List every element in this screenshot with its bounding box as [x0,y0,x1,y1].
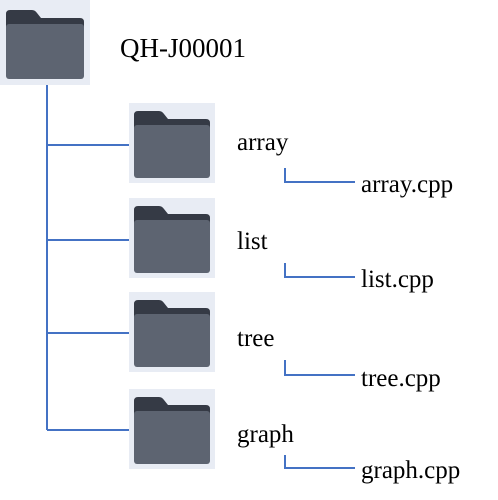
file-connector-array [284,168,355,183]
folder-icon [129,103,215,183]
folder-label: array [237,129,289,156]
file-label[interactable]: graph.cpp [361,457,460,484]
folder-icon [129,198,215,278]
file-label[interactable]: list.cpp [361,266,434,293]
folder-label: graph [237,421,294,448]
root-folder[interactable]: QH-J00001 [0,0,246,85]
file-label[interactable]: array.cpp [361,171,453,198]
root-folder-label: QH-J00001 [120,33,246,63]
connectors [46,85,355,469]
folder-graph[interactable]: graph [129,389,294,469]
folder-label: list [237,228,268,255]
folder-list[interactable]: list [129,198,268,278]
file-connector-list [284,263,355,278]
folder-icon [129,292,215,372]
folder-tree[interactable]: tree [129,292,274,372]
folder-array[interactable]: array [129,103,289,183]
file-connector-tree [284,360,355,376]
file-label[interactable]: tree.cpp [361,365,441,392]
folder-label: tree [237,325,274,352]
folder-icon [129,389,215,469]
folder-icon [0,0,90,85]
file-connector-graph [284,455,355,469]
